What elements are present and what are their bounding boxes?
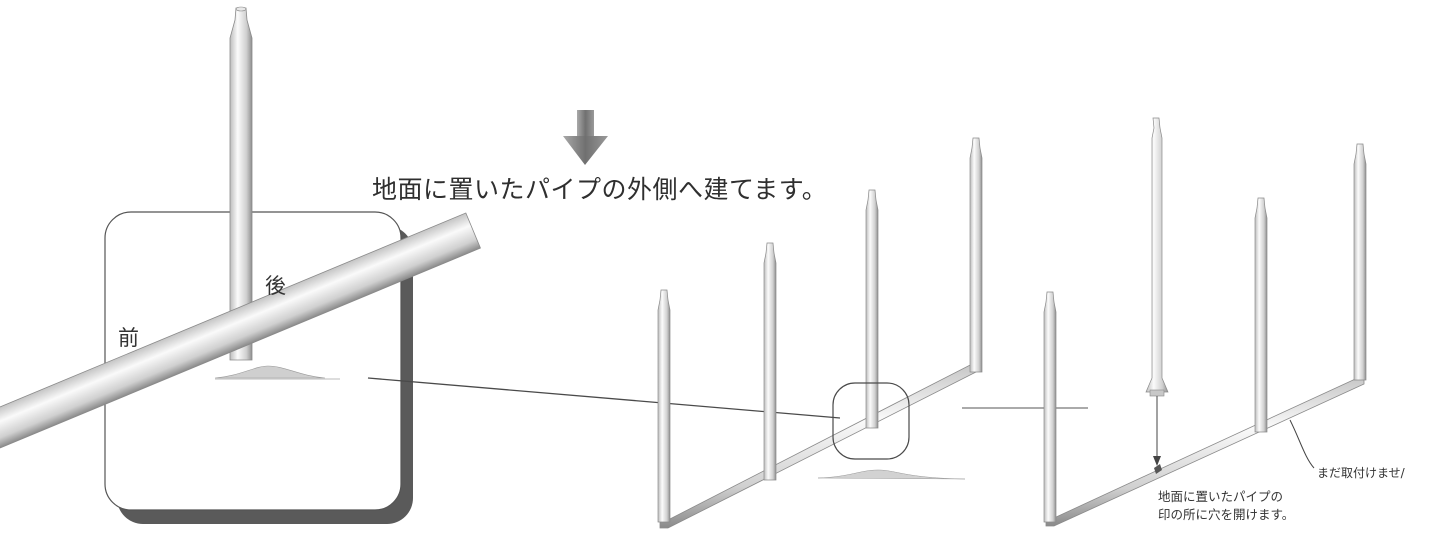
frame-assembly-before	[657, 137, 983, 529]
drill-hole-note-line-1: 地面に置いたパイプの	[1158, 489, 1284, 504]
right-upright-4	[1353, 143, 1367, 381]
magnify-circle	[832, 382, 910, 460]
ground-pipe-closeup	[0, 212, 481, 449]
back-label: 後	[265, 274, 286, 298]
middle-upright-3	[865, 189, 879, 429]
upright-pipe-closeup	[229, 6, 253, 361]
middle-upright-1	[657, 289, 671, 523]
middle-ground-pipe	[659, 361, 977, 529]
drill-hole-note: 地面に置いたパイプの 印の所に穴を開けます。	[1158, 488, 1294, 524]
not-yet-attached-note: まだ取付けませ/	[1317, 466, 1405, 480]
instruction-caption: 地面に置いたパイプの外側へ建てます。	[372, 175, 828, 204]
leader-line	[367, 377, 841, 419]
drill-hole-note-line-2: 印の所に穴を開けます。	[1158, 507, 1295, 522]
right-upright-1	[1043, 291, 1057, 523]
hole-marker	[1154, 464, 1162, 474]
right-upright-3	[1254, 197, 1268, 433]
middle-upright-2	[763, 242, 777, 481]
down-arrow	[563, 110, 608, 165]
right-upright-lowering	[1145, 117, 1169, 397]
note-pointer	[1289, 419, 1315, 469]
ground-mound-closeup	[214, 365, 326, 379]
middle-upright-4	[969, 137, 983, 373]
front-label: 前	[118, 326, 139, 350]
frame-assembly-after	[962, 117, 1367, 527]
ground-mound-small	[817, 469, 966, 480]
zoom-detail	[0, 6, 841, 524]
